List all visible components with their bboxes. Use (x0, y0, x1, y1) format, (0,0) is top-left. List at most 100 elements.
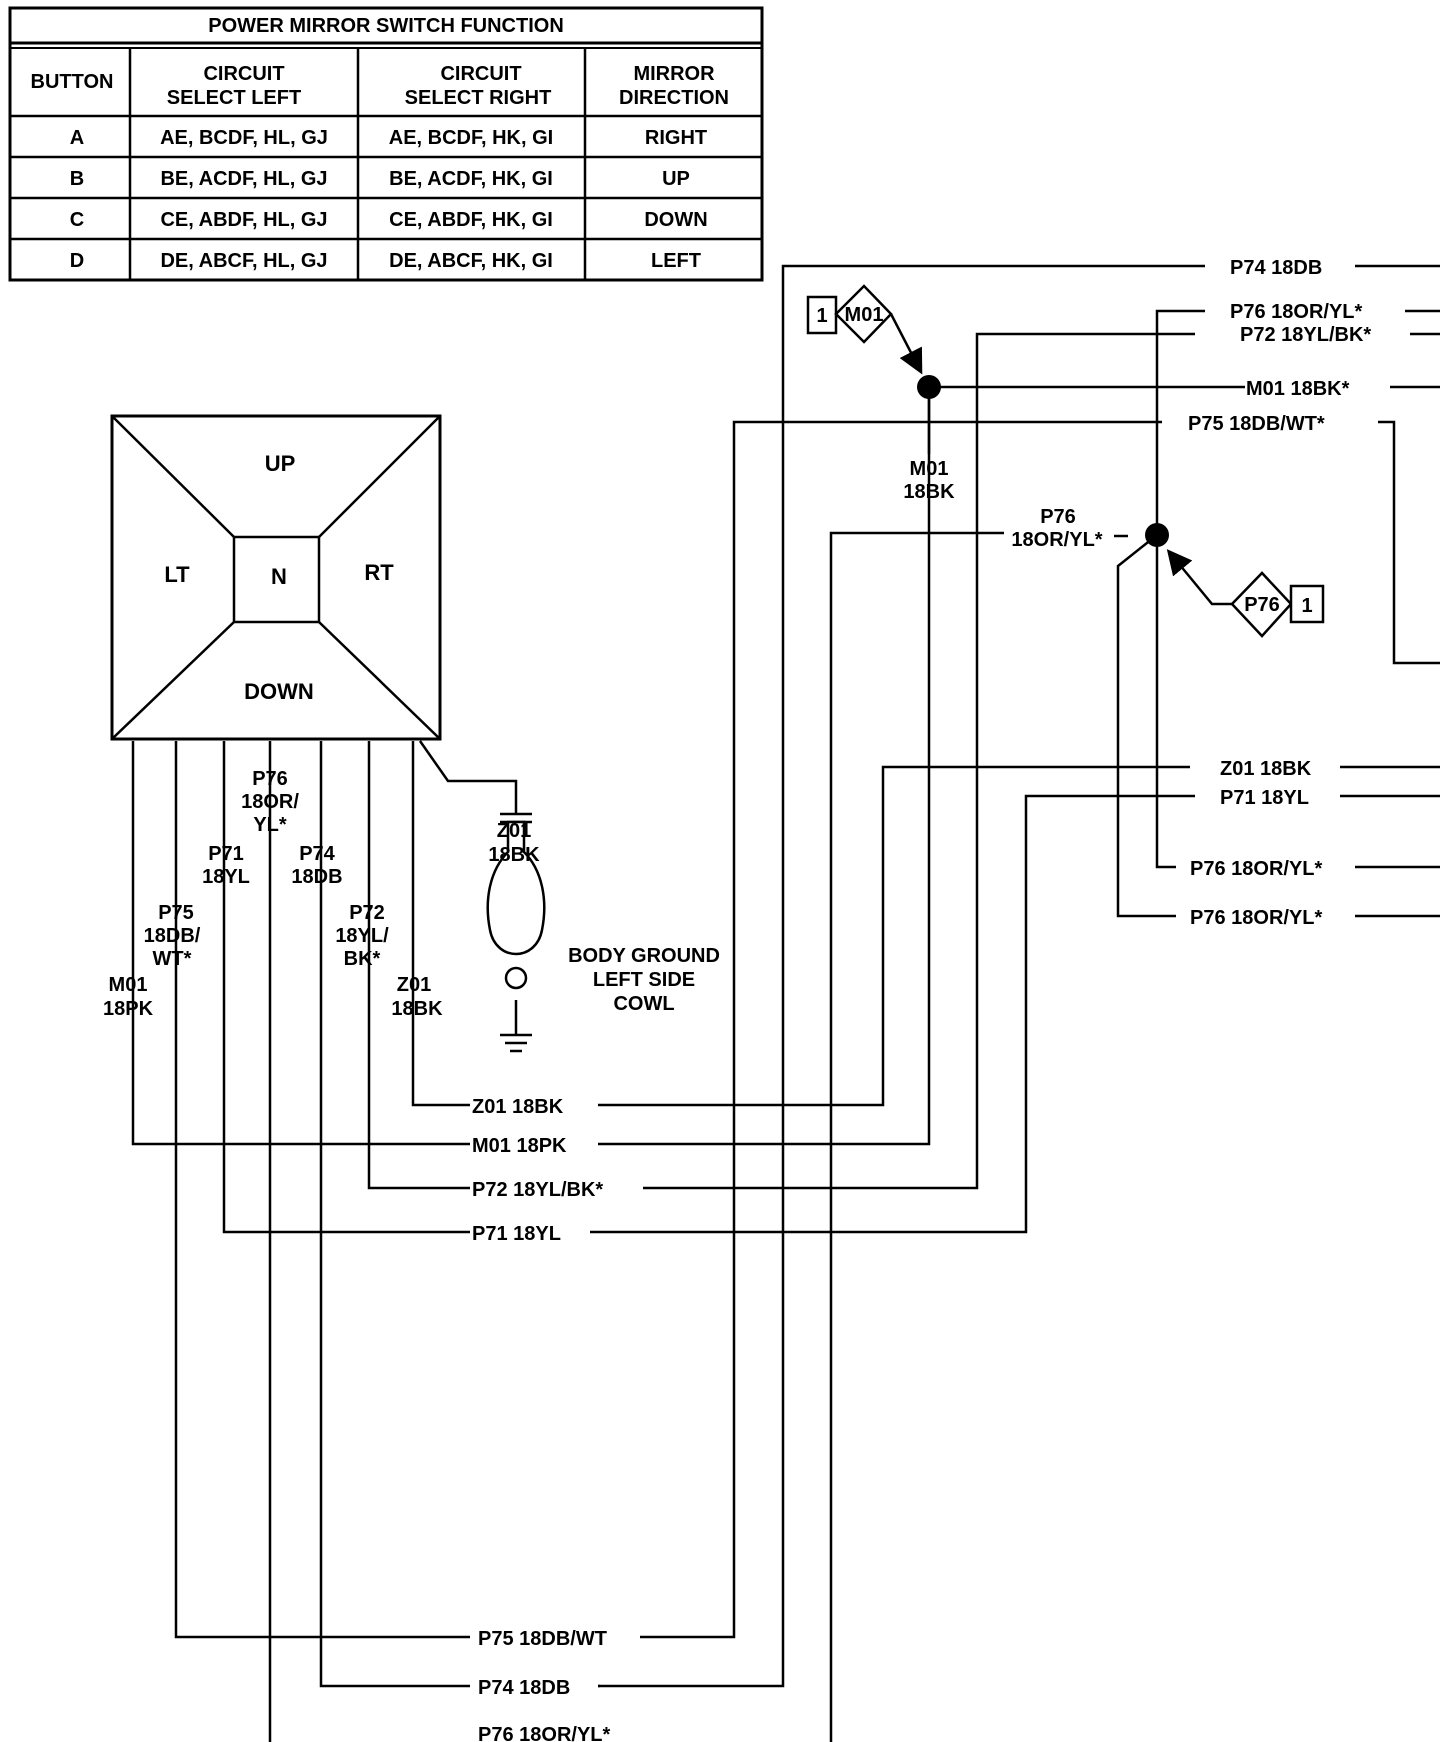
wire-label-p74-right: P74 18DB (1230, 257, 1322, 279)
header-mirror-2: DIRECTION (619, 87, 729, 109)
wire-label-p71: P71 18YL (472, 1223, 561, 1245)
ref-p76-name: P76 (1244, 594, 1280, 616)
ground-label: BODY GROUND LEFT SIDE COWL (568, 945, 720, 1015)
wire-label-p76: P76 18OR/YL* (478, 1724, 611, 1742)
table-row: A AE, BCDF, HL, GJ AE, BCDF, HK, GI RIGH… (70, 127, 707, 149)
ground-icon (486, 812, 546, 1053)
ref-p76-num: 1 (1301, 595, 1312, 617)
label-line: 18PK (103, 998, 154, 1020)
ground-wire-label: Z01 18BK (488, 820, 540, 866)
switch-n-label: N (271, 564, 287, 589)
wire-label-z01: Z01 18BK (472, 1096, 564, 1118)
cell-left: BE, ACDF, HL, GJ (160, 168, 327, 190)
wire-label-m01: M01 18PK (472, 1135, 567, 1157)
label-line: M01 (109, 974, 148, 996)
label-line: P76 (252, 768, 288, 790)
pin-label-p74: P74 18DB (291, 843, 342, 888)
splice-p76-label-2: 18OR/YL* (1011, 529, 1102, 551)
cell-left: CE, ABDF, HL, GJ (160, 209, 327, 231)
header-mirror-1: MIRROR (633, 63, 715, 85)
cell-right: DE, ABCF, HK, GI (389, 250, 553, 272)
ref-m01-num: 1 (816, 305, 827, 327)
header-circuit-right-2: SELECT RIGHT (405, 87, 552, 109)
label-line: 18BK (488, 844, 540, 866)
mirror-switch: UP LT N RT DOWN (110, 414, 442, 741)
label-line: Z01 (397, 974, 431, 996)
wire-label-p76-a: P76 18OR/YL* (1190, 858, 1323, 880)
wire-label-p76-top: P76 18OR/YL* (1230, 301, 1363, 323)
splice-p76-label-1: P76 (1040, 506, 1076, 528)
cell-button: D (70, 250, 84, 272)
cell-direction: UP (662, 168, 690, 190)
cell-right: BE, ACDF, HK, GI (389, 168, 553, 190)
cell-direction: RIGHT (645, 127, 707, 149)
wire-label-p74: P74 18DB (478, 1677, 570, 1699)
header-circuit-left-2: SELECT LEFT (167, 87, 301, 109)
wire-label-p76-b: P76 18OR/YL* (1190, 907, 1323, 929)
ref-flag-m01: 1 M01 (806, 284, 923, 375)
label-line: LEFT SIDE (593, 969, 695, 991)
wire-label-p71-right: P71 18YL (1220, 787, 1309, 809)
right-wire-labels: P74 18DB P76 18OR/YL* P72 18YL/BK* M01 1… (1162, 252, 1410, 930)
pin-label-p71: P71 18YL (202, 843, 250, 888)
switch-down-label: DOWN (244, 679, 314, 704)
label-line: 18DB/ (144, 925, 201, 947)
wire-label-p75: P75 18DB/WT (478, 1628, 607, 1650)
cell-button: C (70, 209, 84, 231)
cell-left: AE, BCDF, HL, GJ (160, 127, 328, 149)
pin-label-m01: M01 18PK (103, 974, 154, 1020)
wires (131, 264, 1440, 1742)
table-row: B BE, ACDF, HL, GJ BE, ACDF, HK, GI UP (70, 168, 690, 190)
label-line: YL* (253, 814, 287, 836)
label-line: Z01 (497, 820, 531, 842)
cell-button: A (70, 127, 84, 149)
cell-left: DE, ABCF, HL, GJ (160, 250, 327, 272)
label-line: 18BK (391, 998, 443, 1020)
splice-labels: M01 18BK P76 18OR/YL* (903, 458, 1128, 558)
label-line: 18DB (291, 866, 342, 888)
pin-label-p75: P75 18DB/ WT* (144, 902, 201, 970)
label-line: 18YL (202, 866, 250, 888)
label-line: P72 (349, 902, 385, 924)
cell-direction: LEFT (651, 250, 701, 272)
bottom-wire-labels: Z01 18BK M01 18PK P72 18YL/BK* P71 18YL … (470, 1090, 643, 1742)
label-line: P75 (158, 902, 194, 924)
splice-p76-dot (1145, 523, 1169, 547)
splice-m01-dot (917, 375, 941, 399)
label-line: BODY GROUND (568, 945, 720, 967)
label-line: 18OR/ (241, 791, 299, 813)
switch-rt-label: RT (364, 560, 394, 585)
label-line: 18YL/ (335, 925, 389, 947)
pin-labels: P76 18OR/ YL* P71 18YL P74 18DB P75 18DB… (103, 768, 720, 1020)
header-circuit-left-1: CIRCUIT (203, 63, 284, 85)
splice-m01-label-1: M01 (910, 458, 949, 480)
wire-label-p75-right: P75 18DB/WT* (1188, 413, 1325, 435)
switch-up-label: UP (265, 451, 296, 476)
wire-label-p72: P72 18YL/BK* (472, 1179, 603, 1201)
cell-button: B (70, 168, 84, 190)
label-line: P74 (299, 843, 335, 865)
wire-label-m01-right: M01 18BK* (1246, 378, 1350, 400)
cell-right: AE, BCDF, HK, GI (389, 127, 553, 149)
label-line: WT* (153, 948, 192, 970)
pin-label-z01: Z01 18BK (391, 974, 443, 1020)
pin-label-p72: P72 18YL/ BK* (335, 902, 389, 970)
table-row: D DE, ABCF, HL, GJ DE, ABCF, HK, GI LEFT (70, 250, 701, 272)
pin-label-p76: P76 18OR/ YL* (241, 768, 299, 836)
wire-label-z01-right: Z01 18BK (1220, 758, 1312, 780)
table-title: POWER MIRROR SWITCH FUNCTION (208, 15, 564, 37)
wire-label-p72-right: P72 18YL/BK* (1240, 324, 1371, 346)
label-line: P71 (208, 843, 244, 865)
header-circuit-right-1: CIRCUIT (440, 63, 521, 85)
label-line: BK* (344, 948, 381, 970)
label-line: COWL (613, 993, 674, 1015)
cell-direction: DOWN (644, 209, 707, 231)
header-button: BUTTON (31, 71, 114, 93)
ref-flag-p76: P76 1 (1166, 549, 1325, 638)
switch-lt-label: LT (164, 562, 190, 587)
splice-m01-label-2: 18BK (903, 481, 955, 503)
switch-function-table: POWER MIRROR SWITCH FUNCTION BUTTON CIRC… (8, 6, 764, 282)
ref-m01-name: M01 (845, 304, 884, 326)
cell-right: CE, ABDF, HK, GI (389, 209, 553, 231)
